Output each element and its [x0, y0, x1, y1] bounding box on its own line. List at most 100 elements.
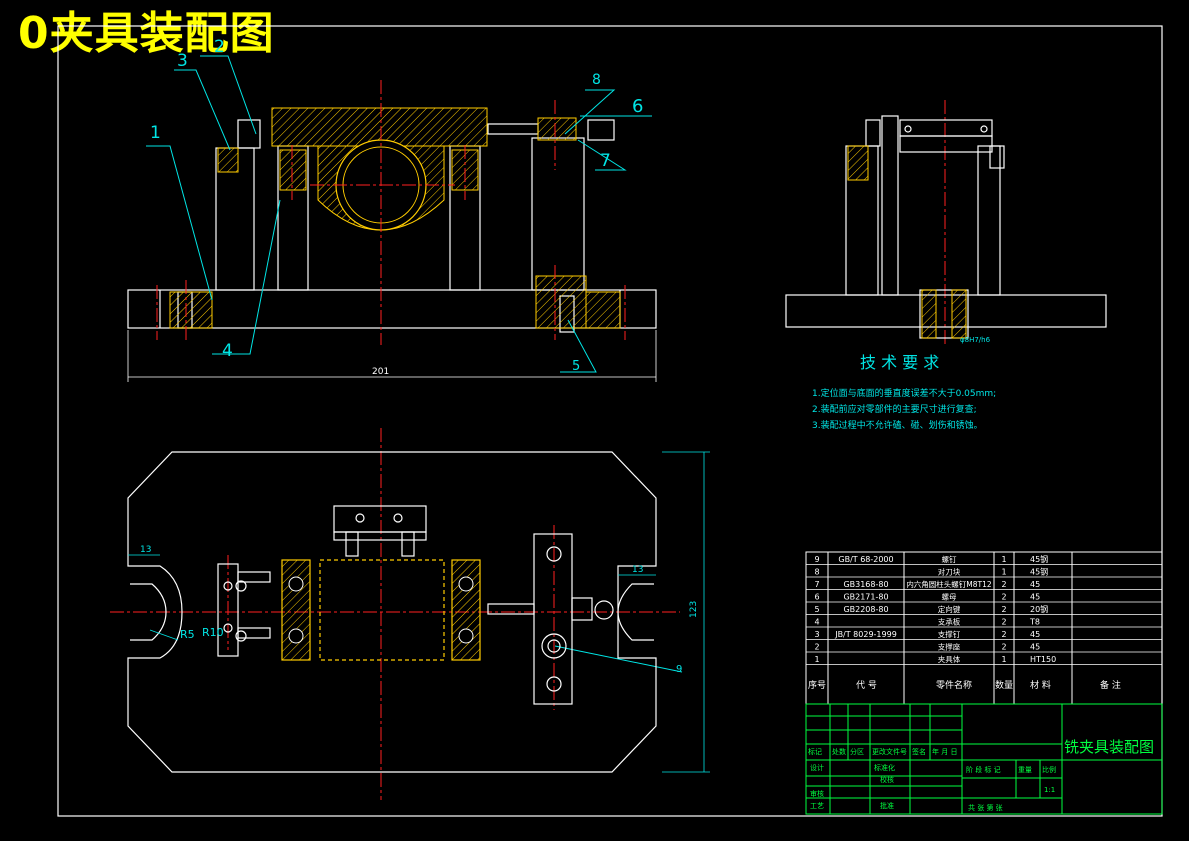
overlay-title: 0夹具装配图: [18, 8, 275, 59]
bom-cell-name: 对刀块: [938, 567, 961, 577]
bom-cell-seq: 1: [814, 655, 819, 664]
bom-cell-name: 夹具体: [938, 654, 961, 664]
dim-left-slot: 13: [140, 545, 151, 555]
title-scale-label: 比例: [1042, 765, 1056, 774]
bom-cell-seq: 8: [814, 568, 819, 577]
plan-dimensions: [128, 451, 710, 773]
title-weight: 重量: [1018, 766, 1032, 774]
bom-header-seq: 序号: [808, 679, 826, 691]
bom-cell-material: 45: [1030, 593, 1040, 602]
title-design: 设计: [810, 763, 824, 772]
bom-cell-code: GB3168-80: [843, 580, 888, 589]
bom-rows: 9 GB/T 68-2000 螺钉 1 45钢 8 对刀块 1 45钢 7 GB3168-80 内六角…: [806, 554, 1162, 691]
balloon-8: 8: [592, 72, 601, 88]
dim-plan-height: 123: [689, 601, 699, 618]
bom-cell-seq: 3: [814, 630, 819, 639]
title-standard: 标准化: [874, 763, 895, 772]
bom-cell-code: GB2208-80: [843, 605, 888, 614]
title-approve: 批准: [880, 801, 894, 810]
bom-cell-qty: 1: [1001, 568, 1006, 577]
balloon-4: 4: [222, 341, 233, 361]
balloon-3: 3: [177, 51, 188, 71]
bom-cell-seq: 2: [814, 643, 819, 652]
bom-cell-material: 45钢: [1030, 554, 1048, 564]
bom-cell-name: 定向键: [938, 604, 961, 614]
title-review: 审核: [810, 789, 824, 798]
title-label-zone: 分区: [850, 747, 864, 756]
bom-cell-material: 20钢: [1030, 604, 1048, 614]
support-plates: [281, 559, 481, 661]
bom-header-code: 代 号: [856, 680, 877, 691]
balloon-6: 6: [632, 96, 643, 117]
bom-cell-name: 内六角圆柱头螺钉M8T12: [906, 579, 992, 589]
bom-cell-qty: 2: [1001, 630, 1006, 639]
bom-cell-code: GB/T 68-2000: [838, 555, 893, 564]
bom-cell-name: 支撑座: [938, 642, 961, 652]
title-label-change-doc: 更改文件号: [872, 747, 907, 756]
bom-cell-qty: 2: [1001, 605, 1006, 614]
title-label-mark: 标记: [808, 747, 822, 756]
bom-cell-name: 支承板: [938, 617, 961, 627]
bom-cell-seq: 5: [814, 605, 819, 614]
bom-cell-seq: 4: [814, 618, 819, 627]
bom-cell-code: JB/T 8029-1999: [834, 630, 897, 639]
bom-cell-seq: 9: [814, 555, 819, 564]
title-scale-value: 1:1: [1044, 786, 1055, 794]
bom-cell-name: 螺母: [942, 592, 957, 602]
bom-cell-material: 45: [1030, 580, 1040, 589]
bom-header-remark: 备 注: [1100, 679, 1121, 691]
title-check: 校核: [880, 775, 894, 784]
bom-cell-qty: 2: [1001, 643, 1006, 652]
plan-view: [127, 451, 657, 773]
bom-cell-seq: 7: [814, 580, 819, 589]
dim-fit-note: φ8H7/h6: [960, 336, 991, 344]
bom-header-material: 材 料: [1030, 679, 1051, 691]
bom-cell-name: 螺钉: [942, 554, 957, 564]
bom-cell-qty: 1: [1001, 655, 1006, 664]
small-sections: [169, 117, 621, 329]
bom-cell-seq: 6: [814, 593, 819, 602]
dim-base-length: 201: [372, 367, 389, 377]
title-row-labels: 标记 处数 分区 更改文件号 签名 年 月 日 设计 标准化 校核 审核 工艺 …: [808, 747, 1056, 812]
title-label-sign: 签名: [912, 747, 926, 756]
bom-cell-qty: 2: [1001, 593, 1006, 602]
title-stage: 阶 段 标 记: [966, 765, 1001, 774]
bom-cell-name: 支撑钉: [938, 629, 961, 639]
title-drawing-name: 铣夹具装配图: [1064, 738, 1154, 756]
bom-header-qty: 数量: [995, 679, 1013, 691]
dim-radius-large: R10: [202, 626, 224, 639]
bom-cell-qty: 2: [1001, 618, 1006, 627]
title-sheet: 共 张 第 张: [968, 803, 1003, 812]
bom-cell-code: GB2171-80: [843, 593, 888, 602]
balloon-7: 7: [600, 151, 611, 171]
tech-heading: 技 术 要 求: [860, 353, 939, 372]
sheet-border: [57, 25, 1163, 817]
title-process: 工艺: [810, 802, 824, 810]
bom-header-name: 零件名称: [936, 679, 972, 691]
balloon-5: 5: [572, 359, 580, 374]
workpiece-section: [271, 107, 488, 231]
bom-cell-material: 45: [1030, 643, 1040, 652]
centerlines: [110, 80, 946, 800]
front-dimensions: [127, 330, 657, 382]
bom-cell-material: T8: [1029, 618, 1040, 627]
tech-item-3: 3.装配过程中不允许磕、碰、划伤和锈蚀。: [812, 419, 983, 431]
bom-cell-material: 45钢: [1030, 567, 1048, 577]
dim-radius-small: R5: [180, 628, 195, 641]
leaders: [146, 55, 683, 673]
bom-cell-qty: 2: [1001, 580, 1006, 589]
tech-item-2: 2.装配前应对零部件的主要尺寸进行复查;: [812, 403, 977, 415]
side-view: [785, 115, 1107, 339]
bom-cell-material: 45: [1030, 630, 1040, 639]
bom-cell-material: HT150: [1030, 655, 1056, 664]
title-block: [805, 703, 1163, 815]
title-label-date: 年 月 日: [932, 747, 957, 756]
title-label-count: 处数: [832, 747, 846, 756]
dim-right-slot: 13: [632, 565, 643, 575]
side-sections: [847, 145, 967, 339]
tech-item-1: 1.定位面与底面的垂直度误差不大于0.05mm;: [812, 387, 996, 399]
bom-cell-qty: 1: [1001, 555, 1006, 564]
balloon-2: 2: [214, 37, 225, 57]
balloon-9: 9: [676, 664, 682, 675]
